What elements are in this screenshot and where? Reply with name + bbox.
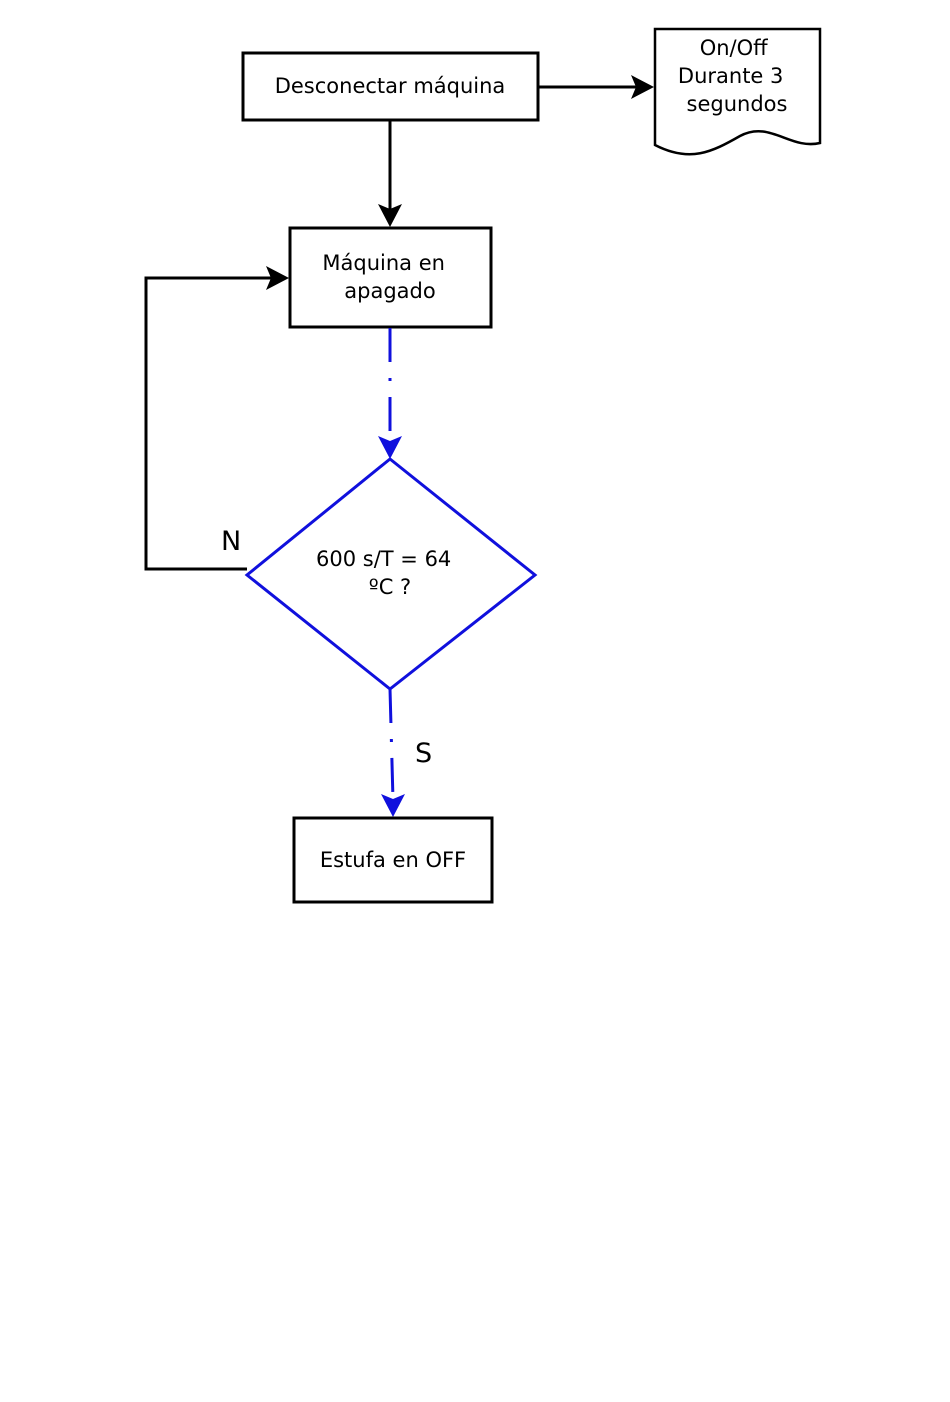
edge-label-no: N: [221, 526, 241, 557]
stove-off-label: Estufa en OFF: [320, 848, 466, 872]
stove-off-line-1: Estufa en OFF: [320, 848, 466, 872]
arrowhead-to-stove-off: [381, 794, 405, 817]
decision-label: 600 s/T = 64 ºC ?: [316, 547, 458, 599]
loop-back-line: [146, 278, 272, 569]
machine-off-line-2: apagado: [344, 279, 435, 303]
machine-off-box: [290, 228, 491, 327]
edge-label-yes: S: [415, 738, 432, 769]
decision-line-2: ºC ?: [369, 575, 411, 599]
disconnect-machine-line-1: Desconectar máquina: [275, 74, 506, 98]
disconnect-machine-label: Desconectar máquina: [275, 74, 506, 98]
onoff-document-line-1: On/Off: [700, 36, 768, 60]
arrow-decision-to-stove-off: [390, 689, 393, 800]
arrowhead-to-decision: [378, 436, 402, 459]
onoff-document-line-2: Durante 3: [678, 64, 783, 88]
decision-line-1: 600 s/T = 64: [316, 547, 451, 571]
decision-diamond: [247, 459, 535, 689]
machine-off-line-1: Máquina en: [322, 251, 445, 275]
onoff-document-line-3: segundos: [687, 92, 788, 116]
machine-off-label: Máquina en apagado: [322, 251, 451, 303]
